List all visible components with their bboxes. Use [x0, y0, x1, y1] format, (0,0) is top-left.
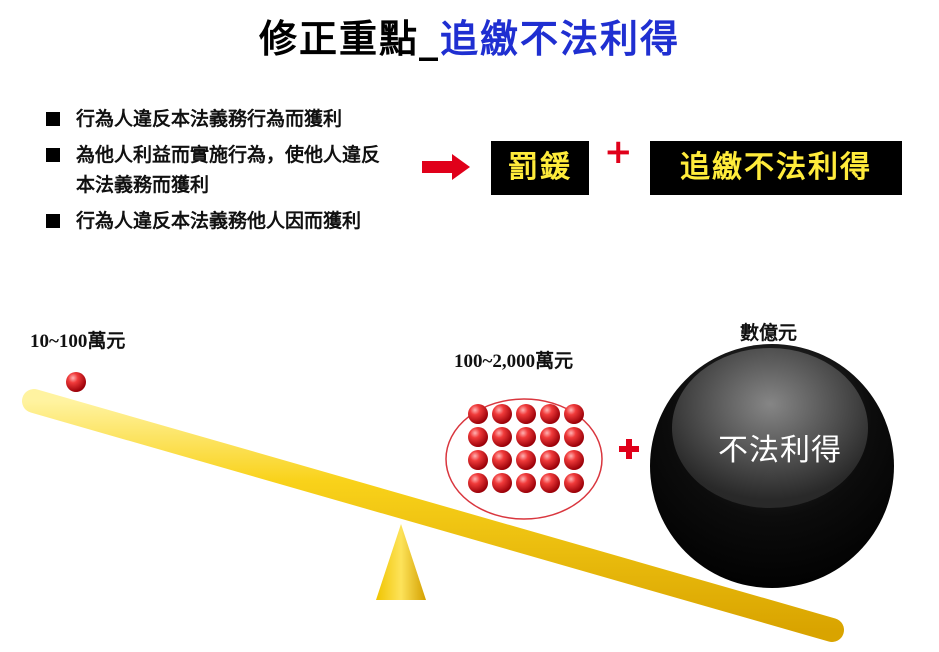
right-amount-label: 數億元 — [740, 323, 798, 344]
cluster-red-ball — [564, 473, 584, 493]
cluster-red-ball — [516, 450, 536, 470]
bullet-item: 行為人違反本法義務行為而獲利 — [46, 104, 386, 134]
bullet-item: 為他人利益而實施行為，使他人違反本法義務而獲利 — [46, 140, 386, 200]
cluster-red-ball — [468, 450, 488, 470]
right-arrow-icon — [422, 154, 470, 180]
cluster-red-ball — [492, 404, 512, 424]
title-separator: _ — [419, 16, 440, 61]
cluster-red-ball — [492, 473, 512, 493]
seesaw-plank — [22, 389, 844, 642]
bullet-text: 行為人違反本法義務行為而獲利 — [76, 108, 343, 130]
bullet-text: 為他人利益而實施行為，使他人違反本法義務而獲利 — [76, 144, 381, 196]
square-bullet-icon — [46, 214, 60, 228]
small-red-ball — [66, 372, 86, 392]
cluster-red-ball — [564, 404, 584, 424]
cluster-red-ball — [540, 473, 560, 493]
title-accent: 追繳不法利得 — [440, 16, 681, 61]
page-title: 修正重點_追繳不法利得 — [0, 8, 939, 63]
cluster-red-ball — [468, 473, 488, 493]
cluster-red-ball — [468, 427, 488, 447]
formula-plus-icon: + — [604, 132, 633, 172]
big-ball-highlight — [672, 348, 868, 508]
left-amount-label: 10~100萬元 — [30, 331, 126, 352]
big-ball-label: 不法利得 — [718, 433, 842, 468]
cluster-red-ball — [540, 404, 560, 424]
illegal-profit-badge: 追繳不法利得 — [650, 141, 902, 195]
seesaw-plus-icon — [619, 439, 639, 459]
fulcrum — [376, 524, 426, 600]
cluster-red-ball — [540, 427, 560, 447]
bullet-item: 行為人違反本法義務他人因而獲利 — [46, 206, 386, 236]
cluster-red-ball — [516, 404, 536, 424]
middle-amount-label: 100~2,000萬元 — [454, 351, 574, 372]
title-main: 修正重點 — [258, 16, 419, 61]
cluster-red-ball — [564, 427, 584, 447]
cluster-red-ball — [468, 404, 488, 424]
bullet-list: 行為人違反本法義務行為而獲利 為他人利益而實施行為，使他人違反本法義務而獲利 行… — [46, 104, 386, 242]
cluster-red-ball — [492, 450, 512, 470]
square-bullet-icon — [46, 148, 60, 162]
cluster-red-ball — [540, 450, 560, 470]
cluster-red-ball — [564, 450, 584, 470]
cluster-red-ball — [516, 427, 536, 447]
ball-cluster — [468, 404, 584, 493]
bullet-text: 行為人違反本法義務他人因而獲利 — [76, 210, 362, 232]
cluster-red-ball — [516, 473, 536, 493]
cluster-red-ball — [492, 427, 512, 447]
fine-badge: 罰鍰 — [491, 141, 589, 195]
square-bullet-icon — [46, 112, 60, 126]
